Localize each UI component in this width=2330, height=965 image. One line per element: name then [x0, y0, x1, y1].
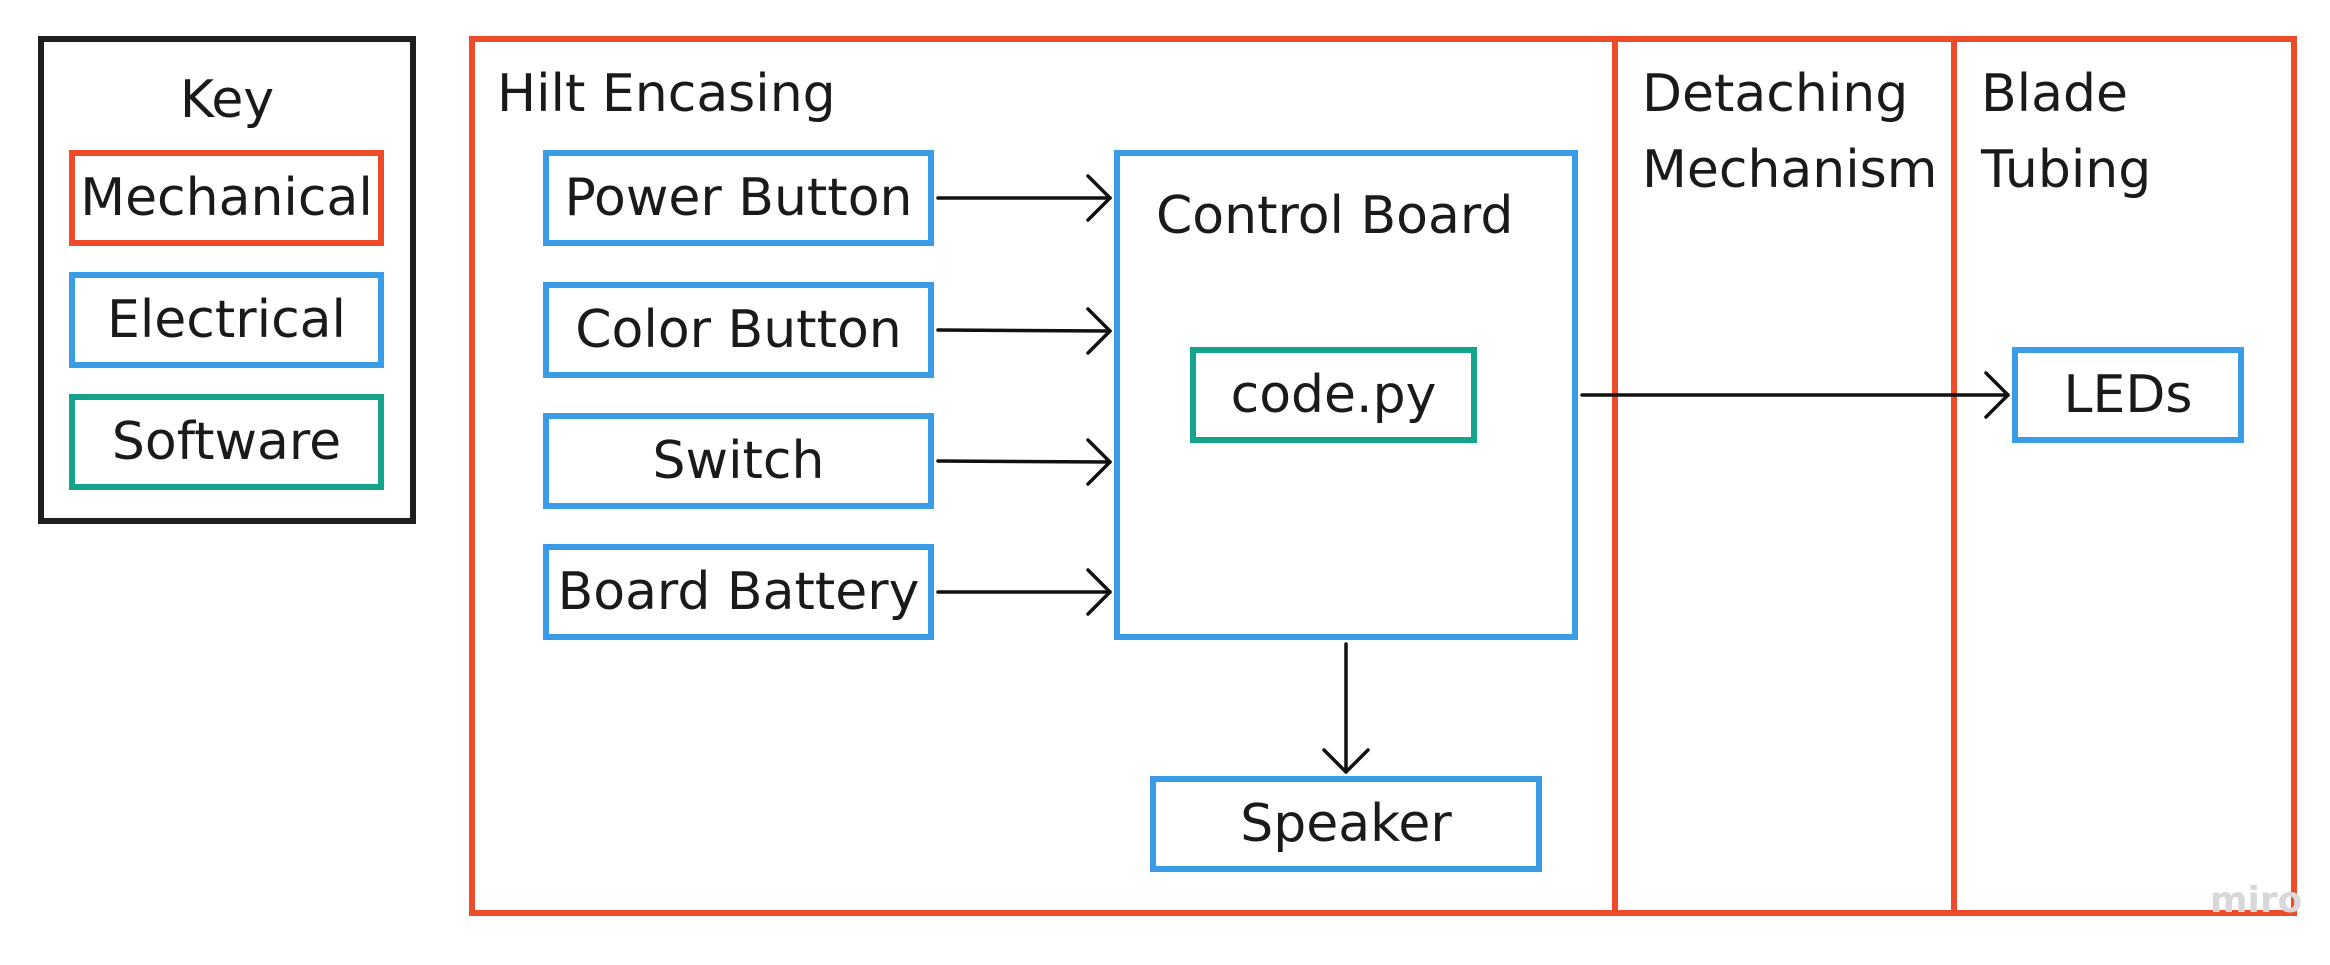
detaching-mechanism-title: Detaching Mechanism: [1642, 64, 1938, 200]
speaker-label: Speaker: [1240, 794, 1452, 854]
key-title: Key: [179, 70, 275, 130]
detaching-mechanism-section: Detaching Mechanism: [1612, 36, 1957, 916]
power-button-label: Power Button: [564, 168, 913, 228]
arrow-power-to-control: [936, 174, 1112, 222]
key-item-label: Electrical: [106, 290, 346, 350]
color-button-component: Color Button: [543, 282, 934, 378]
miro-watermark: miro: [2210, 880, 2303, 921]
arrow-color-to-control: [936, 307, 1112, 355]
arrow-battery-to-control: [936, 568, 1112, 616]
control-board-component: Control Board: [1114, 150, 1578, 640]
color-button-label: Color Button: [575, 300, 902, 360]
board-battery-component: Board Battery: [543, 544, 934, 640]
arrow-switch-to-control: [936, 438, 1112, 486]
blade-tubing-section: Blade Tubing: [1951, 36, 2297, 916]
key-item-electrical: Electrical: [69, 272, 384, 368]
key-item-label: Software: [111, 412, 342, 472]
code-py-component: code.py: [1190, 347, 1477, 443]
key-item-label: Mechanical: [80, 168, 373, 228]
switch-component: Switch: [543, 413, 934, 509]
arrow-control-to-leds: [1580, 371, 2010, 419]
speaker-component: Speaker: [1150, 776, 1542, 872]
blade-tubing-title: Blade Tubing: [1981, 64, 2152, 200]
control-board-label: Control Board: [1156, 186, 1514, 246]
key-item-software: Software: [69, 394, 384, 490]
key-item-mechanical: Mechanical: [69, 150, 384, 246]
leds-component: LEDs: [2012, 347, 2244, 443]
switch-label: Switch: [652, 431, 825, 491]
code-py-label: code.py: [1230, 365, 1437, 425]
arrow-control-to-speaker: [1322, 642, 1370, 774]
leds-label: LEDs: [2063, 365, 2193, 425]
board-battery-label: Board Battery: [557, 562, 920, 622]
key-legend: Key: [38, 36, 416, 524]
hilt-encasing-title: Hilt Encasing: [497, 64, 836, 124]
power-button-component: Power Button: [543, 150, 934, 246]
